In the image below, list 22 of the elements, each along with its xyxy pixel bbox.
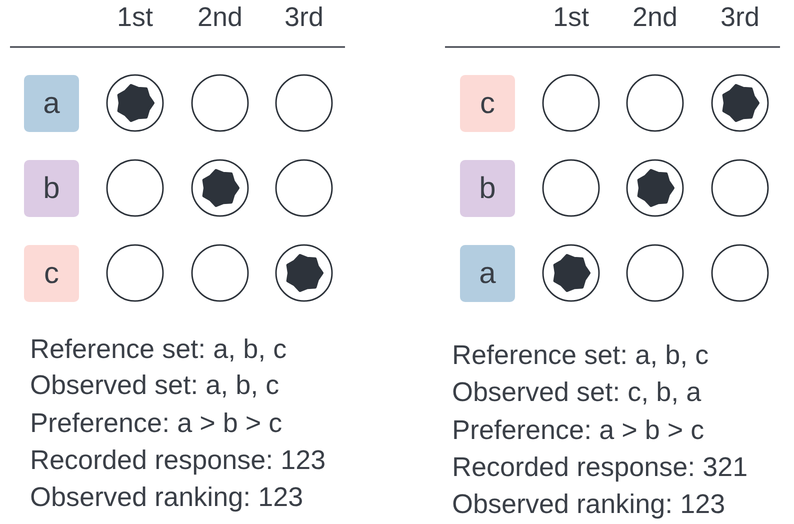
column-heading: 3rd [283,1,325,33]
column-heading: 1st [552,1,590,33]
summary-line: Observed ranking: 123 [30,481,304,513]
summary-line: Reference set: a, b, c [452,339,709,371]
option-tile: b [460,160,515,217]
summary-line: Preference: a > b > c [452,414,704,446]
column-heading: 3rd [719,1,761,33]
option-tile: c [460,75,515,132]
summary-line: Observed ranking: 123 [452,488,726,520]
summary-line: Recorded response: 123 [30,444,326,476]
summary-line: Preference: a > b > c [30,407,282,439]
summary-line: Reference set: a, b, c [30,333,287,365]
column-heading: 2nd [196,1,244,33]
summary-line: Recorded response: 321 [452,451,748,483]
summary-line: Observed set: a, b, c [30,369,280,401]
column-heading: 1st [116,1,154,33]
column-heading: 2nd [631,1,679,33]
option-tile: c [24,245,79,302]
option-tile: a [24,75,79,132]
option-tile: b [24,160,79,217]
option-tile: a [460,245,515,302]
summary-line: Observed set: c, b, a [452,376,702,408]
